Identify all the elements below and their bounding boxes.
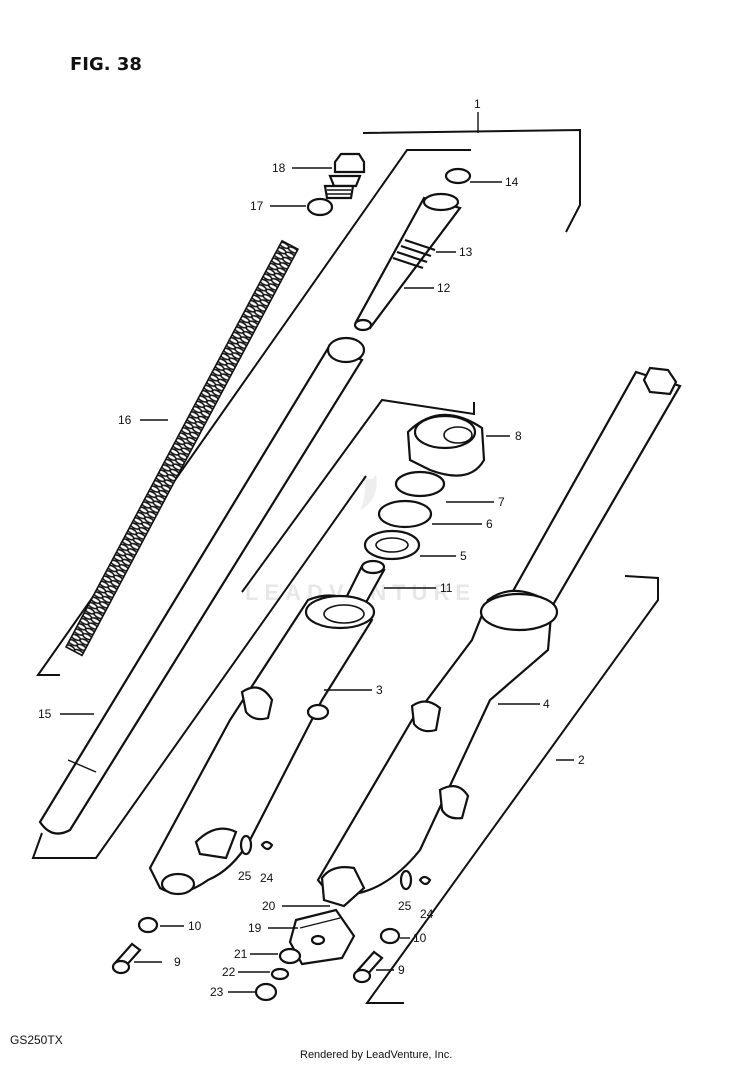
- callout-4: 4: [543, 697, 550, 711]
- bracket-lower: [31, 475, 367, 859]
- callout-24-left: 24: [260, 871, 274, 885]
- rebound-ring: [444, 167, 472, 185]
- callout-15: 15: [38, 707, 52, 721]
- callout-8: 8: [515, 429, 522, 443]
- callout-9-right: 9: [398, 963, 405, 977]
- callout-10-right: 10: [413, 931, 427, 945]
- callout-13: 13: [459, 245, 473, 259]
- figure-title: FIG. 38: [70, 54, 142, 75]
- callout-19: 19: [248, 921, 262, 935]
- callout-7: 7: [498, 495, 505, 509]
- callout-1: 1: [474, 97, 481, 111]
- callout-21: 21: [234, 947, 248, 961]
- callout-24-right: 24: [420, 907, 434, 921]
- callout-10-left: 10: [188, 919, 202, 933]
- oil-seal-stopper-ring: [394, 470, 446, 498]
- callout-12: 12: [437, 281, 451, 295]
- bracket-inner: [241, 398, 475, 593]
- callout-23: 23: [210, 985, 224, 999]
- leader-lines: [60, 167, 574, 993]
- callout-20: 20: [262, 899, 276, 913]
- fork-assembly-right: [316, 366, 682, 908]
- render-credit: Rendered by LeadVenture, Inc.: [300, 1049, 452, 1061]
- callout-18: 18: [272, 161, 286, 175]
- o-ring: [306, 197, 334, 217]
- axle-holder: [288, 908, 356, 966]
- callout-22: 22: [222, 965, 236, 979]
- model-code: GS250TX: [10, 1033, 63, 1047]
- callout-16: 16: [118, 413, 132, 427]
- callout-6: 6: [486, 517, 493, 531]
- callout-11: 11: [440, 581, 453, 595]
- hardware: [111, 834, 432, 1002]
- cap-bolt: [323, 152, 366, 200]
- callout-25-right: 25: [398, 899, 412, 913]
- inner-tube: [38, 336, 366, 835]
- callout-14: 14: [505, 175, 519, 189]
- callout-5: 5: [460, 549, 467, 563]
- bracket-2: [365, 575, 659, 1004]
- dust-seal: [406, 413, 486, 477]
- callout-17: 17: [250, 199, 264, 213]
- bracket-spring: [36, 149, 471, 676]
- bracket-1: [362, 128, 581, 233]
- callout-2: 2: [578, 753, 585, 767]
- callout-9-left: 9: [174, 955, 181, 969]
- callout-25-left: 25: [238, 869, 252, 883]
- fork-spring: [65, 239, 300, 657]
- damper-rod: [353, 192, 462, 332]
- callout-3: 3: [376, 683, 383, 697]
- outer-tube-left: [148, 594, 376, 896]
- callouts: 1 2 3 4 5 6 7 8 9 9 10 10 11 12 13 14 15…: [38, 97, 585, 999]
- oil-seal-retainer: [377, 499, 433, 529]
